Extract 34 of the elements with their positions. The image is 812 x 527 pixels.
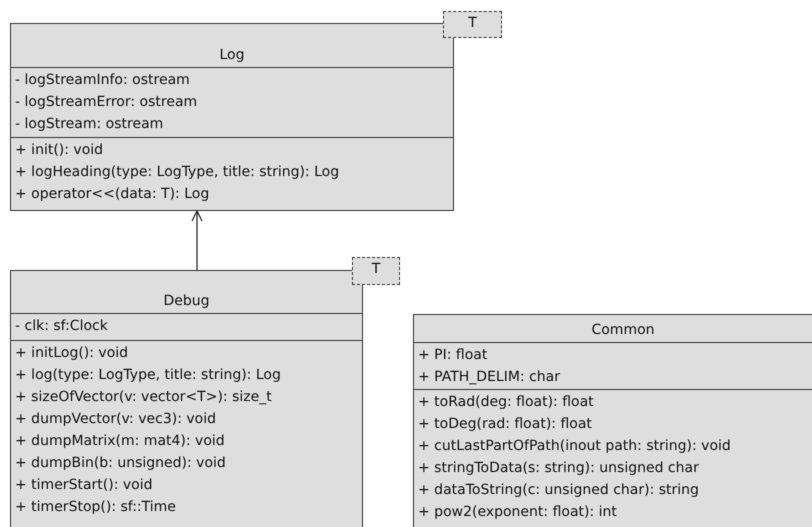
method-text: + dataToString(c: unsigned char): string: [418, 481, 699, 500]
attribute-text: - logStream: ostream: [15, 115, 164, 134]
class-name: Common: [590, 321, 656, 340]
method-text: + operator<<(data: T): Log: [15, 185, 210, 204]
method-text: + cutLastPartOfPath(inout path: string): void: [418, 437, 731, 456]
method-text: + sizeOfVector(v: vector<T>): size_t: [15, 388, 272, 407]
method-text: + dumpMatrix(m: mat4): void: [15, 432, 225, 451]
class-box: [10, 23, 454, 211]
attribute-text: - clk: sf:Clock: [15, 317, 108, 336]
method-text: + pow2(exponent: float): int: [418, 503, 617, 522]
method-text: + stringToData(s: string): unsigned char: [418, 459, 699, 478]
template-parameter: T: [372, 260, 380, 279]
template-parameter: T: [468, 14, 477, 33]
method-text: + log(type: LogType, title: string): Log: [15, 366, 281, 385]
method-text: + toRad(deg: float): float: [418, 393, 594, 412]
method-text: + dumpVector(v: vec3): void: [15, 410, 216, 429]
method-text: + dumpBin(b: unsigned): void: [15, 454, 226, 473]
class-name: Log: [218, 46, 246, 65]
class-box: [10, 270, 363, 527]
attribute-text: - logStreamInfo: ostream: [15, 71, 190, 90]
class-name: Debug: [162, 292, 211, 311]
method-text: + initLog(): void: [15, 344, 128, 363]
method-text: + init(): void: [15, 141, 104, 160]
attribute-text: + PATH_DELIM: char: [418, 368, 560, 387]
method-text: + toDeg(rad: float): float: [418, 415, 592, 434]
attribute-text: - logStreamError: ostream: [15, 93, 198, 112]
template-parameter-box: [352, 257, 400, 285]
method-text: + timerStop(): sf::Time: [15, 498, 176, 517]
class-box: [413, 314, 812, 527]
attribute-text: + PI: float: [418, 346, 488, 365]
inheritance-arrow: [191, 210, 203, 270]
method-text: + logHeading(type: LogType, title: string): Log: [15, 163, 340, 182]
template-parameter-box: [443, 11, 502, 38]
method-text: + timerStart(): void: [15, 476, 152, 495]
